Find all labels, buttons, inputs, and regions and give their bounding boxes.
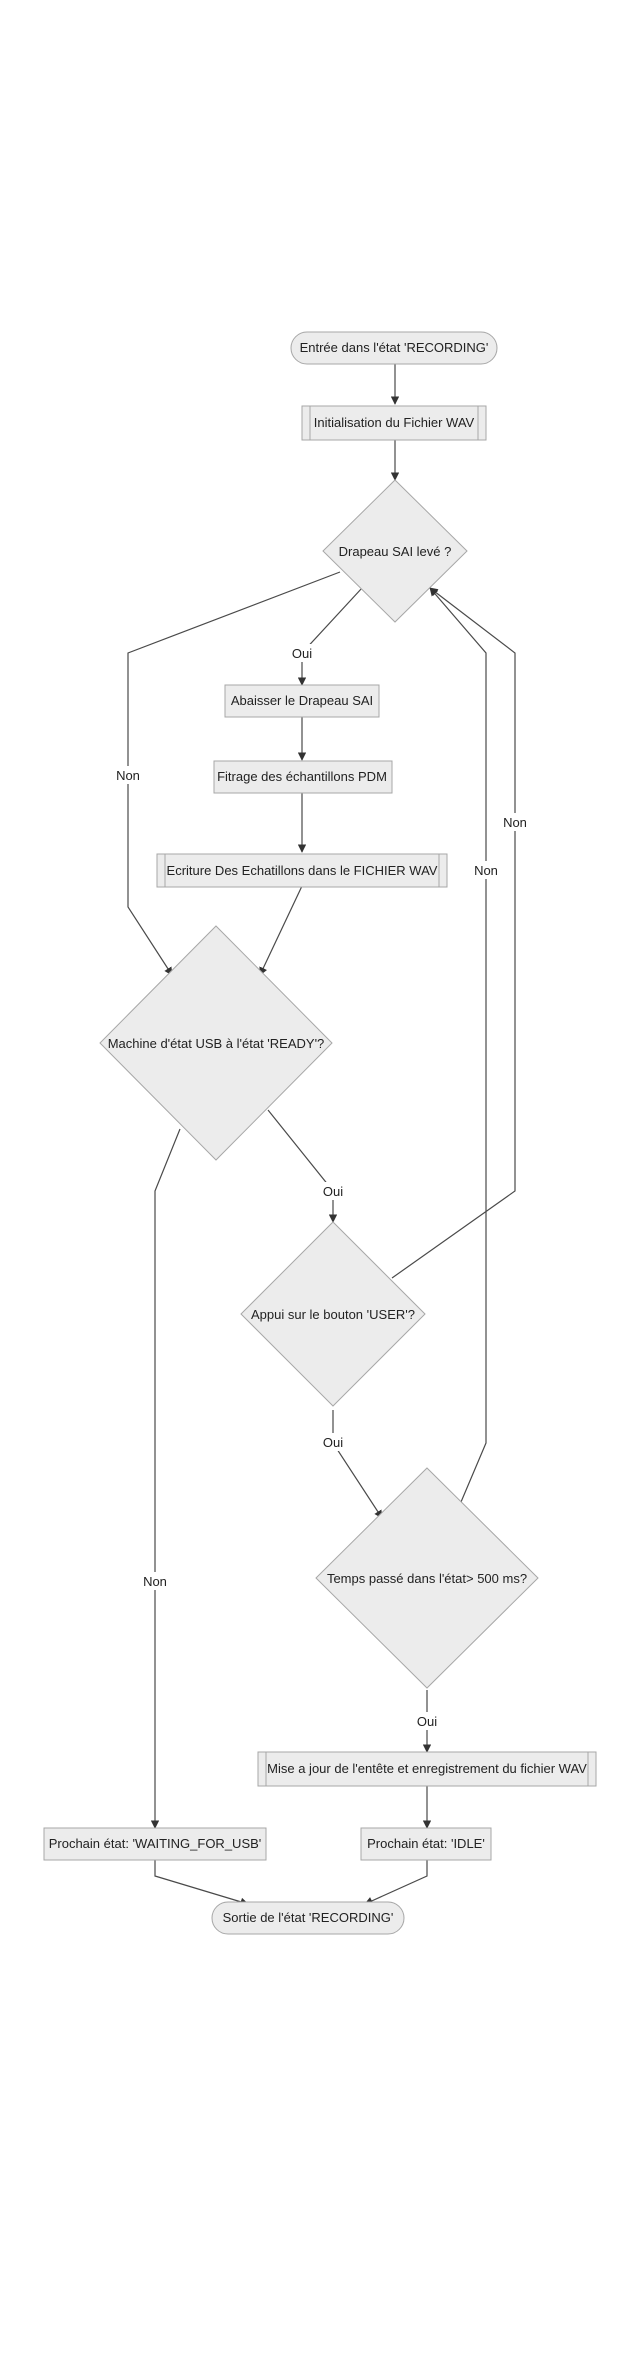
edge-label-time-no: Non — [474, 863, 498, 878]
edge-sai-yes — [297, 587, 363, 686]
node-sai-flag: Drapeau SAI levé ? — [322, 479, 468, 623]
edge-waiting-to-exit — [154, 1860, 249, 1906]
edge-label-user-no: Non — [503, 815, 527, 830]
node-filter-pdm: Fitrage des échantillons PDM — [213, 760, 393, 794]
node-exit-label: Sortie de l'état 'RECORDING' — [223, 1910, 394, 1925]
node-exit: Sortie de l'état 'RECORDING' — [211, 1901, 405, 1935]
edge-label-sai-yes: Oui — [292, 646, 312, 661]
node-time-check: Temps passé dans l'état> 500 ms? — [315, 1467, 539, 1689]
node-usb-ready-label: Machine d'état USB à l'état 'READY'? — [108, 1036, 325, 1051]
edge-label-user-yes: Oui — [323, 1435, 343, 1450]
edge-usb-no — [150, 1128, 181, 1829]
node-next-idle: Prochain état: 'IDLE' — [360, 1827, 492, 1861]
edge-time-no — [429, 587, 487, 1503]
node-user-button: Appui sur le bouton 'USER'? — [240, 1221, 426, 1407]
node-init-wav: Initialisation du Fichier WAV — [301, 405, 487, 441]
node-update-header: Mise a jour de l'entête et enregistremen… — [257, 1751, 597, 1787]
edge-labels: Oui Non Oui Non Oui Non Non Oui — [114, 644, 529, 1730]
node-usb-ready: Machine d'état USB à l'état 'READY'? — [99, 925, 333, 1161]
node-user-button-label: Appui sur le bouton 'USER'? — [251, 1307, 415, 1322]
edge-user-no — [391, 587, 516, 1279]
node-start: Entrée dans l'état 'RECORDING' — [290, 331, 498, 365]
edge-label-time-yes: Oui — [417, 1714, 437, 1729]
edge-label-sai-no: Non — [116, 768, 140, 783]
node-write-samples-label: Ecriture Des Echatillons dans le FICHIER… — [167, 863, 438, 878]
node-sai-flag-label: Drapeau SAI levé ? — [339, 544, 452, 559]
edge-label-usb-no: Non — [143, 1574, 167, 1589]
node-lower-flag-label: Abaisser le Drapeau SAI — [231, 693, 373, 708]
node-filter-pdm-label: Fitrage des échantillons PDM — [217, 769, 387, 784]
edge-write-to-usb — [259, 885, 303, 976]
edge-label-usb-yes: Oui — [323, 1184, 343, 1199]
node-init-wav-label: Initialisation du Fichier WAV — [314, 415, 475, 430]
node-write-samples: Ecriture Des Echatillons dans le FICHIER… — [156, 853, 448, 888]
edge-idle-to-exit — [364, 1860, 428, 1905]
node-next-waiting: Prochain état: 'WAITING_FOR_USB' — [43, 1827, 267, 1861]
edge-usb-yes — [267, 1109, 338, 1223]
node-start-label: Entrée dans l'état 'RECORDING' — [300, 340, 489, 355]
node-next-idle-label: Prochain état: 'IDLE' — [367, 1836, 485, 1851]
node-time-check-label: Temps passé dans l'état> 500 ms? — [327, 1571, 527, 1586]
edge-user-yes — [332, 1410, 383, 1519]
node-lower-flag: Abaisser le Drapeau SAI — [224, 684, 380, 718]
node-update-header-label: Mise a jour de l'entête et enregistremen… — [267, 1761, 587, 1776]
node-next-waiting-label: Prochain état: 'WAITING_FOR_USB' — [49, 1836, 262, 1851]
edges — [127, 364, 516, 1906]
